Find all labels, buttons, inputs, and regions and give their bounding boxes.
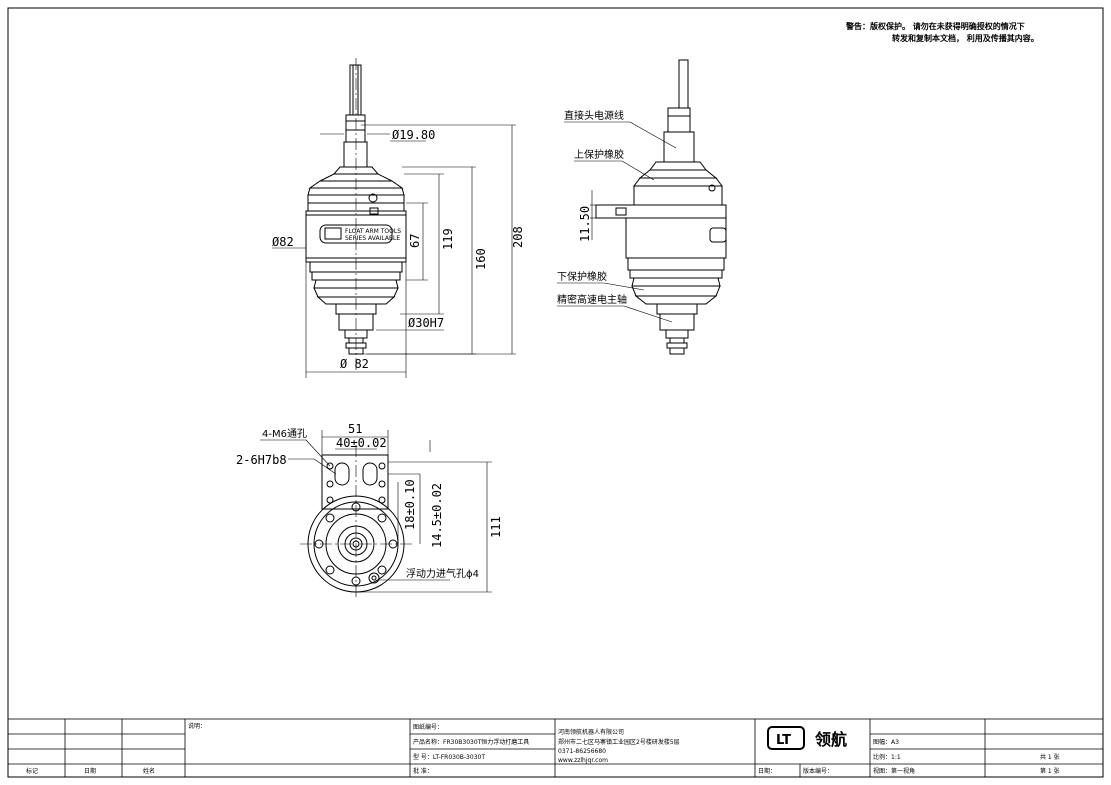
tb-scale: 比例：1:1 [873,753,901,761]
tb-model: 型 号：LT-FR030B-3030T [413,753,485,761]
tb-website: www.zzlhjqr.com [558,757,608,764]
dim-40: 40±0.02 [336,436,387,450]
front-view [305,58,407,372]
nameplate-line1: FLOAT ARM TOOLS [345,228,401,235]
bottom-view [300,445,412,600]
label-lower-boot: 下保护橡胶 [557,270,607,283]
label-spindle: 精密高速电主轴 [557,293,627,306]
label-cable: 直接头电源线 [564,109,624,122]
nameplate-line2: SERIES AVAILABLE [345,235,400,242]
dim-119: 119 [441,228,455,250]
dim-160: 160 [474,248,488,270]
dim-67: 67 [408,234,422,248]
tb-drawing-no: 图纸编号： [413,723,443,731]
copyright-warning: 警告：版权保护。 请勿在未获得明确授权的情况下 转发和复制本文档， 利用及传播其… [846,21,1039,45]
dim-208: 208 [511,226,525,248]
label-upper-boot: 上保护橡胶 [574,148,624,161]
label-air-inlet: 浮动力进气孔ϕ4 [406,567,479,580]
label-pins: 2-6H7b8 [236,453,287,467]
tb-col-date: 日期 [84,767,96,775]
tb-product-name: 产品名称：FR30B3030T恒力浮动打磨工具 [413,738,529,746]
front-view-dimensions [272,124,516,378]
tb-col-mark: 标记 [26,767,38,775]
label-m6-holes: 4-M6通孔 [262,428,307,440]
tb-sheet: 第 1 张 [1040,767,1060,775]
tb-total: 共 1 张 [1040,753,1060,761]
tb-remark-label: 说明： [188,722,206,730]
drawing-border [7,7,1104,778]
logo-mark: LT [776,733,791,748]
tb-sheet-size: 图幅：A3 [873,738,899,746]
dim-body-diameter: Ø82 [272,235,294,249]
tb-approve: 批 准： [413,767,433,775]
brand-name: 领航 [815,730,847,749]
tb-address: 郑州市二七区马寨镇工业园区2号楼研发楼5层 [558,738,680,746]
side-view-leaders [557,121,677,323]
tb-views: 视图：第一视角 [873,767,915,775]
dim-14-5: 14.5±0.02 [430,483,444,548]
tb-date-label: 日期： [758,767,776,775]
tb-col-name: 姓名 [143,767,155,775]
dim-51: 51 [348,422,362,436]
tb-version-label: 版本编号： [803,767,833,775]
bottom-view-dimensions [260,430,492,593]
dim-18: 18±0.10 [403,479,417,530]
warning-line2: 转发和复制本文档， 利用及传播其内容。 [892,34,1039,43]
dim-11-50: 11.50 [578,206,592,242]
tb-phone: 0371-86256680 [558,748,606,755]
side-view [595,59,727,355]
title-block [7,718,1104,778]
dim-bottom-diameter: Ø30H7 [408,316,444,330]
warning-line1: 警告：版权保护。 请勿在未获得明确授权的情况下 [846,22,1025,31]
tb-company: 河南领航机器人有限公司 [558,728,624,736]
dim-top-diameter: Ø19.80 [392,128,435,142]
dim-base-diameter: Ø 82 [340,357,369,371]
dim-111: 111 [489,516,503,538]
